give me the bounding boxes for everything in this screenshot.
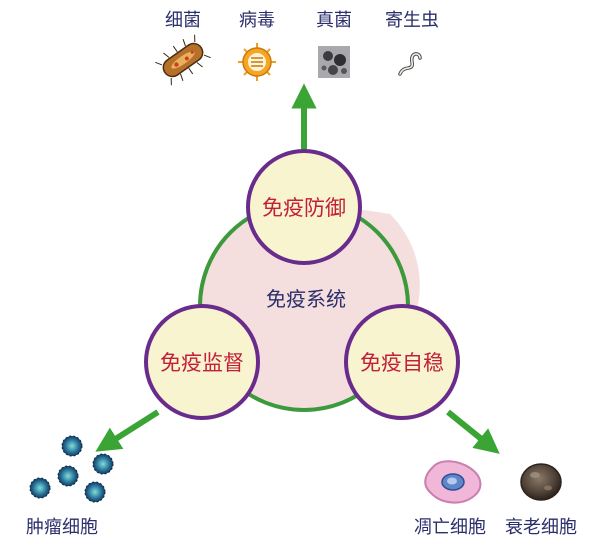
node-surveillance [144, 304, 260, 420]
node-surveillance-label: 免疫监督 [160, 351, 244, 375]
node-homeostasis [344, 304, 460, 420]
tumor-cells-icon [29, 435, 114, 503]
label-fungus: 真菌 [316, 10, 352, 31]
label-virus: 病毒 [239, 10, 275, 31]
parasite-icon [398, 52, 422, 76]
label-tumor-cells: 肿瘤细胞 [26, 517, 98, 538]
label-parasite: 寄生虫 [385, 10, 439, 31]
fungus-icon [318, 46, 350, 78]
label-apoptotic-cells: 凋亡细胞 [414, 517, 486, 538]
label-bacteria: 细菌 [165, 10, 201, 31]
virus-icon [238, 43, 276, 81]
apoptotic-cell-icon [424, 460, 482, 504]
arrow-down-right [446, 409, 500, 454]
node-defense-label: 免疫防御 [262, 196, 346, 220]
node-defense [246, 149, 362, 265]
bacteria-icon [155, 34, 211, 86]
arrow-down-left [95, 409, 160, 452]
node-homeostasis-label: 免疫自稳 [360, 351, 444, 375]
senescent-cell-icon [520, 463, 562, 501]
label-senescent-cells: 衰老细胞 [505, 517, 577, 538]
core-label: 免疫系统 [266, 287, 346, 311]
